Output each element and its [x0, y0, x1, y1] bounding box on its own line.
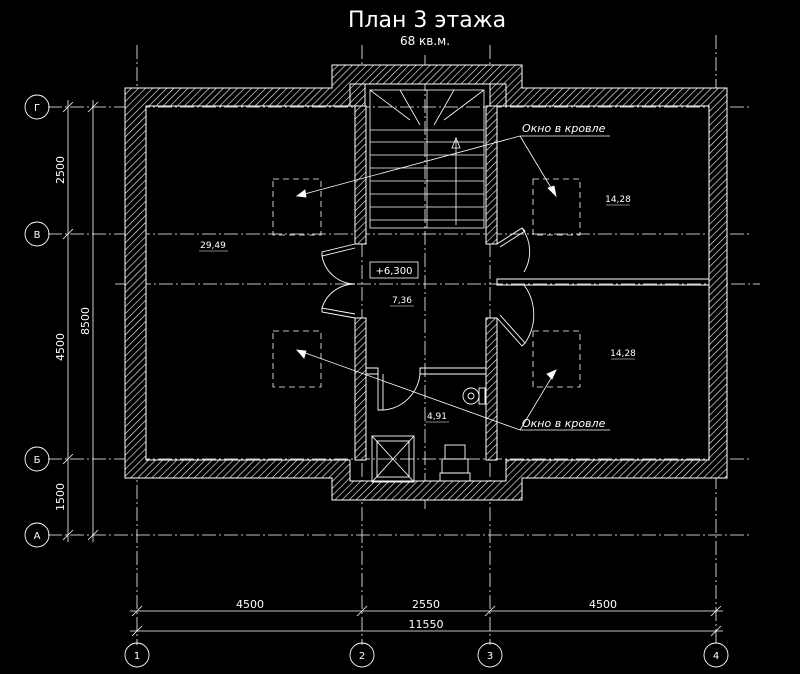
- axis-label-row-2: В: [34, 230, 41, 241]
- axis-label-col-1: 1: [134, 651, 140, 662]
- staircase: [369, 89, 485, 229]
- axis-grid: [48, 35, 760, 645]
- room-area-right-bottom: 14,28: [610, 349, 636, 359]
- room-area-left: 29,49: [200, 241, 226, 251]
- horizontal-dimensions: [130, 605, 723, 637]
- room-area-right-top: 14,28: [605, 195, 631, 205]
- dim-horizontal-1: 4500: [236, 598, 264, 611]
- dim-horizontal-3: 4500: [589, 598, 617, 611]
- level-mark-text: +6,300: [375, 266, 412, 277]
- axis-label-col-3: 3: [487, 651, 493, 662]
- room-labels: 29,49 7,36 4,91 14,28 14,28: [199, 195, 636, 423]
- stair-walls: [349, 83, 710, 461]
- axis-label-col-4: 4: [713, 651, 719, 662]
- row-axis-markers: [24, 94, 50, 548]
- dim-horizontal-2: 2550: [412, 598, 440, 611]
- room-area-bathroom: 4,91: [427, 412, 447, 422]
- column-axis-markers: [124, 642, 729, 668]
- roof-window-note-bottom: Окно в кровле: [522, 417, 606, 430]
- doors: [321, 227, 535, 411]
- room-area-hall: 7,36: [392, 296, 412, 306]
- axis-label-row-4: А: [34, 531, 41, 542]
- level-mark: +6,300: [369, 261, 419, 279]
- roof-window-note-top: Окно в кровле: [522, 122, 606, 135]
- plan-title: План 3 этажа: [348, 8, 506, 33]
- axis-label-row-1: Г: [34, 103, 40, 114]
- dim-vertical-3: 1500: [54, 483, 67, 511]
- dim-vertical-total: 8500: [79, 307, 92, 335]
- dim-horizontal-total: 11550: [409, 618, 444, 631]
- leader-lines: [295, 135, 610, 431]
- roof-windows: [272, 178, 581, 388]
- axis-label-row-3: Б: [34, 455, 41, 466]
- axis-label-col-2: 2: [359, 651, 365, 662]
- dim-vertical-1: 2500: [54, 156, 67, 184]
- plan-subtitle: 68 кв.м.: [400, 34, 450, 48]
- bathroom-fixtures: [371, 387, 486, 483]
- vertical-dimensions: [62, 100, 99, 542]
- dim-vertical-2: 4500: [54, 333, 67, 361]
